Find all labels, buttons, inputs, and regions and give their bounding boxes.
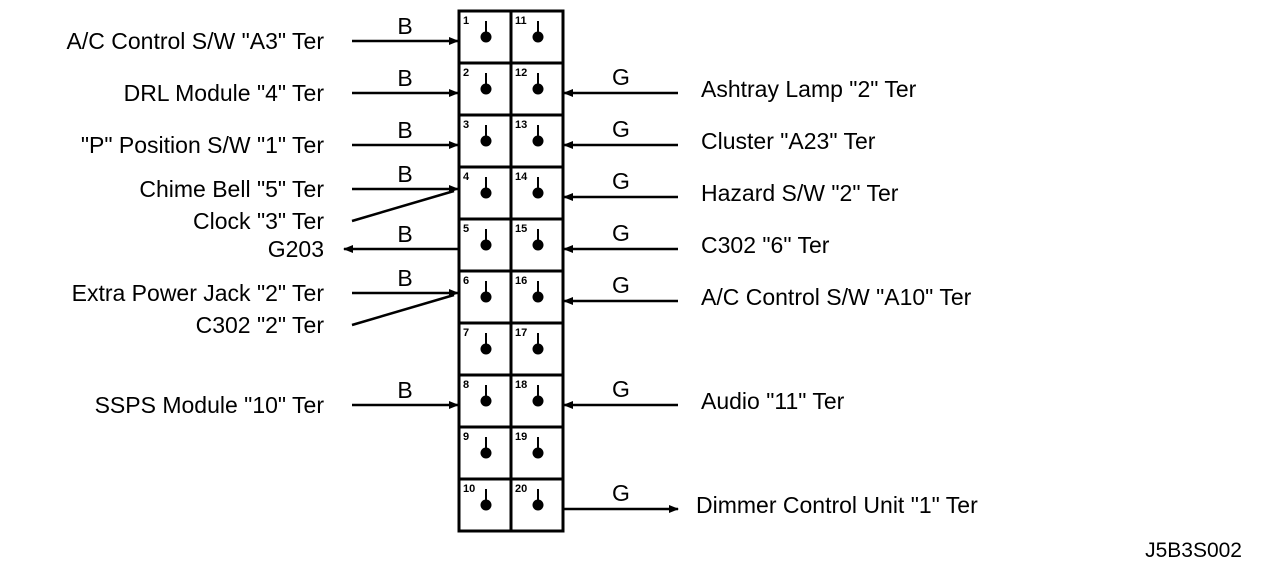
- pin-number: 6: [463, 275, 469, 287]
- pin-number: 9: [463, 431, 469, 443]
- figure-code: J5B3S002: [1145, 539, 1242, 562]
- wire-color-label: B: [397, 265, 412, 291]
- wire-color-label: G: [612, 376, 630, 402]
- pin-number: 13: [515, 119, 527, 131]
- pin-dot: [480, 83, 492, 95]
- right-wire-18: G Audio "11" Ter: [563, 376, 845, 414]
- pin-dot: [532, 31, 544, 43]
- pin-number: 10: [463, 483, 475, 495]
- pin-number: 5: [463, 223, 469, 235]
- connection-label: G203: [268, 236, 324, 262]
- right-wire-15: G C302 "6" Ter: [563, 220, 830, 258]
- pin-dot: [480, 239, 492, 251]
- wire-color-label: B: [397, 377, 412, 403]
- pin-number: 7: [463, 327, 469, 339]
- pin-number: 11: [515, 15, 527, 27]
- connection-label: A/C Control S/W "A3" Ter: [67, 28, 325, 54]
- pin-dot: [532, 447, 544, 459]
- pin-number: 12: [515, 67, 527, 79]
- wire-color-label: B: [397, 65, 412, 91]
- pin-dot: [480, 135, 492, 147]
- wire-color-label: G: [612, 168, 630, 194]
- pin-number: 16: [515, 275, 527, 287]
- pin-number: 19: [515, 431, 527, 443]
- left-wire-3: B "P" Position S/W "1" Ter: [81, 117, 459, 158]
- pin-dot: [532, 343, 544, 355]
- pin-number: 18: [515, 379, 527, 391]
- right-wire-14: G Hazard S/W "2" Ter: [563, 168, 899, 206]
- pin-number: 2: [463, 67, 469, 79]
- right-wire-16: G A/C Control S/W "A10" Ter: [563, 272, 972, 310]
- connection-label: Dimmer Control Unit "1" Ter: [696, 492, 978, 518]
- pin-dot: [480, 447, 492, 459]
- connection-label: Extra Power Jack "2" Ter: [72, 280, 325, 306]
- pin-number: 20: [515, 483, 527, 495]
- wire-color-label: G: [612, 116, 630, 142]
- connection-label: Audio "11" Ter: [701, 388, 845, 414]
- connection-label: SSPS Module "10" Ter: [95, 392, 325, 418]
- pin-dot: [532, 499, 544, 511]
- pin-number: 3: [463, 119, 469, 131]
- connection-label: Chime Bell "5" Ter: [139, 176, 324, 202]
- pin-dot: [532, 135, 544, 147]
- right-wire-13: G Cluster "A23" Ter: [563, 116, 876, 154]
- pin-dot: [532, 187, 544, 199]
- pin-dot: [532, 395, 544, 407]
- pin-dot: [532, 239, 544, 251]
- connection-label: C302 "6" Ter: [701, 232, 830, 258]
- pin-dot: [480, 499, 492, 511]
- connection-label: Hazard S/W "2" Ter: [701, 180, 899, 206]
- left-wire-8: B SSPS Module "10" Ter: [95, 377, 459, 418]
- connection-label: "P" Position S/W "1" Ter: [81, 132, 324, 158]
- left-wire-2: B DRL Module "4" Ter: [124, 65, 459, 106]
- pin-number: 14: [515, 171, 528, 183]
- pin-number: 8: [463, 379, 469, 391]
- wire-branch-line: [351, 293, 455, 327]
- wire-color-label: B: [397, 117, 412, 143]
- wire-color-label: B: [397, 161, 412, 187]
- connection-label: DRL Module "4" Ter: [124, 80, 325, 106]
- connection-label: Ashtray Lamp "2" Ter: [701, 76, 917, 102]
- connection-label: Clock "3" Ter: [193, 208, 324, 234]
- pin-dot: [480, 31, 492, 43]
- connection-label: A/C Control S/W "A10" Ter: [701, 284, 972, 310]
- pin-dot: [532, 83, 544, 95]
- wire-color-label: G: [612, 220, 630, 246]
- pin-dot: [480, 187, 492, 199]
- wire-color-label: G: [612, 272, 630, 298]
- pin-dot: [532, 291, 544, 303]
- wire-color-label: G: [612, 480, 630, 506]
- connection-label: C302 "2" Ter: [196, 312, 325, 338]
- right-wire-12: G Ashtray Lamp "2" Ter: [563, 64, 917, 102]
- pin-number: 4: [463, 171, 470, 183]
- pin-dot: [480, 395, 492, 407]
- pin-dot: [480, 291, 492, 303]
- right-wire-20: G Dimmer Control Unit "1" Ter: [563, 480, 978, 518]
- pin-dot: [480, 343, 492, 355]
- wire-color-label: G: [612, 64, 630, 90]
- pin-number: 17: [515, 327, 527, 339]
- wire-branch-line: [351, 189, 455, 223]
- left-wire-1: B A/C Control S/W "A3" Ter: [67, 13, 459, 54]
- wire-color-label: B: [397, 13, 412, 39]
- pin-number: 1: [463, 15, 469, 27]
- connection-label: Cluster "A23" Ter: [701, 128, 876, 154]
- pin-number: 15: [515, 223, 527, 235]
- wire-color-label: B: [397, 221, 412, 247]
- left-wire-5: B G203: [268, 221, 459, 262]
